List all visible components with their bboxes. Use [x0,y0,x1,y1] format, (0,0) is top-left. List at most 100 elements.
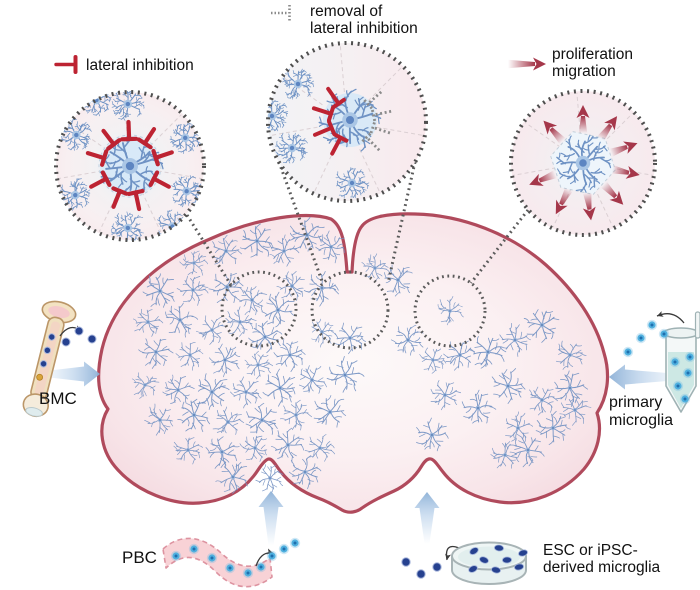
microglia-cell [61,118,92,151]
microglia-cell [195,315,228,345]
microglia-cell [311,318,336,348]
microglia-cell [142,273,175,308]
petri-dish-icon [401,541,528,585]
microglia-cell [248,320,283,354]
microglia-cell [245,402,278,435]
label-line: primary [609,394,663,411]
bmc-label: BMC [39,389,77,409]
microglia-cell [554,370,589,407]
label-line: migration [552,63,616,81]
microglia-cell [262,368,296,407]
microglia-cell [177,398,211,433]
microglia-cell [179,250,208,276]
microglia-cell [230,376,262,409]
vessel-icon [162,537,301,588]
microglia-cell [430,380,462,411]
microglia-cell [556,134,612,193]
microglia-cell [255,464,284,493]
microglia-cell [276,271,305,301]
microglia-cell [333,322,366,355]
microglia-cell [270,427,305,463]
microglia-cell [443,340,475,371]
label-line: microglia [609,411,674,429]
lateral-inhibition-icon [54,55,78,74]
microglia-cell [239,223,273,258]
label-line: lateral inhibition [310,20,418,38]
pbc-label: PBC [122,548,157,568]
microglia-cell [461,389,497,424]
tube-icon [622,311,700,413]
microglia-cell [559,396,592,426]
microglia-cell [437,296,464,326]
microglia-cell [289,216,325,252]
microglia-cell [225,306,257,337]
microglia-cell [209,343,241,378]
microglia-cell [196,373,230,410]
microglia-cell [165,302,199,338]
inset-lateral-inhibition [56,91,204,241]
microglia-cell [361,253,391,282]
bone-icon [22,300,97,418]
microglia-cell [326,356,365,393]
microglia-cell [491,368,526,404]
microglia-cell [528,386,559,416]
microglia-cell [416,417,449,452]
microglia-cell [315,230,345,264]
microglia-cell [211,234,242,265]
microglia-cell [144,403,174,436]
connector-line [386,161,417,284]
microglia-cell [273,338,306,372]
label-line: derived microglia [543,559,661,577]
microglia-cell [215,461,248,494]
connector-line [469,209,530,284]
microglia-cell [469,336,507,369]
label-line: BMC [39,389,77,408]
microglia-cell [499,322,531,357]
microglia-cell [131,372,160,399]
brain-microglia [131,216,592,494]
label-line: proliferation [552,46,633,63]
esc-arrow [414,492,440,544]
microglia-cell [110,211,144,241]
microglia-cell [173,437,203,465]
microglia-cell [175,342,204,371]
microglia-cell [490,441,520,469]
microglia-cell [555,340,587,370]
esc-ipsc-label: ESC or iPSC- derived microglia [543,542,660,576]
microglia-cell [138,338,174,369]
microglia-cell [267,99,289,132]
microglia-cell [171,175,204,208]
removal-of-lateral-inhibition-label: removal of lateral inhibition [310,3,418,37]
microglia-cell [535,410,571,445]
primary-microglia-arrow [609,364,687,390]
microglia-cell [313,395,347,428]
microglia-cell [236,286,268,316]
label-line: ESC or iPSC- [543,542,638,559]
microglia-cell [509,432,545,468]
microglia-cell [275,132,308,164]
microglia-cell [390,324,424,356]
removal-of-lateral-inhibition-icon [271,5,291,21]
proliferation-migration-icon [508,57,546,71]
microglia-cell [282,68,315,100]
label-line: PBC [122,548,157,567]
legend-icons [54,5,546,74]
microglia-cell [298,365,327,394]
microglia-cell [176,275,209,306]
inset-proliferation-migration [511,91,655,235]
inset-removal-lateral-inhibition [267,43,426,201]
lateral-inhibition-label: lateral inhibition [86,57,194,74]
primary-microglia-label: primary microglia [609,394,673,429]
microglia-cell [288,455,322,490]
proliferation-migration-label: proliferation migration [552,46,633,80]
label-line: removal of [310,3,383,20]
microglia-cell [239,435,268,462]
pbc-arrow [258,491,284,546]
microglia-cell [335,167,370,199]
microglia-cell [111,91,145,121]
microglia-cell [384,264,413,297]
microglia-cell [419,347,447,374]
microglia-cell [261,291,296,328]
